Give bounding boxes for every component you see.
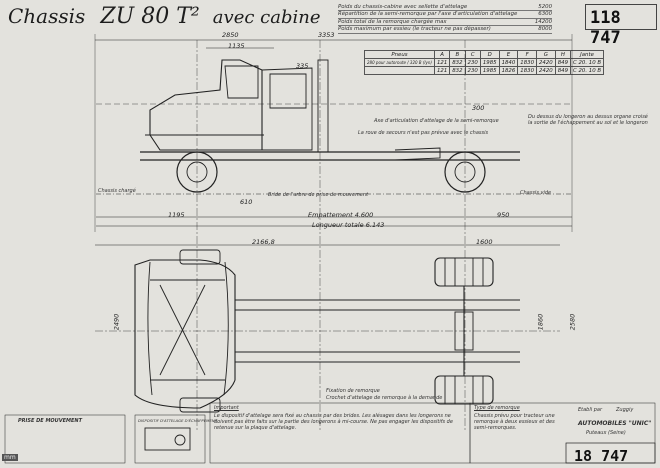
company-sub: Puteaux (Seine) xyxy=(586,430,626,436)
dim-1135: 1135 xyxy=(228,42,245,50)
dim-610: 610 xyxy=(240,198,253,206)
note-axe: Axe d'articulation d'attelage de la semi… xyxy=(374,118,499,124)
note-chassis-vide: Chassis vide xyxy=(520,190,552,196)
note-important-body: Le dispositif d'attelage sera fixé au ch… xyxy=(214,413,453,431)
note-type-remorque: Type de remorque xyxy=(474,405,520,411)
note-sign: Etabli par xyxy=(578,407,603,413)
drawing-number: 118 747 xyxy=(590,8,621,48)
note-dispositif: DISPOSITIF D'ATTELAGE D'ÉCHAPPEMENT xyxy=(138,418,217,423)
dim-wheelbase: Empattement 4.600 xyxy=(308,211,374,219)
dim-1195: 1195 xyxy=(168,211,185,219)
note-fixation: Fixation de remorque xyxy=(326,388,380,394)
dim-total-length: Longueur totale 6.143 xyxy=(312,221,385,229)
dim-2580: 2580 xyxy=(568,313,577,331)
note-important: Important xyxy=(214,405,239,411)
note-sign2: Zuggiy xyxy=(616,407,634,413)
spec-row: Poids du chassis-cabine avec sellette d'… xyxy=(338,4,552,12)
note-roue: La roue de secours n'est pas prévue avec… xyxy=(358,130,489,136)
title-suffix: avec cabine xyxy=(212,7,321,28)
note-type-body: Chassis prévu pour tracteur une remorque… xyxy=(474,413,555,431)
dim-1600: 1600 xyxy=(476,238,493,246)
title-prefix: Chassis xyxy=(8,4,86,28)
title-model: ZU 80 T² xyxy=(100,4,200,29)
spec-block: Poids du chassis-cabine avec sellette d'… xyxy=(338,4,552,34)
dim-1860: 1860 xyxy=(536,313,545,331)
number-box xyxy=(585,4,657,30)
note-chassis-charge: Chassis chargé xyxy=(98,188,136,194)
note-prise: PRISE DE MOUVEMENT xyxy=(18,418,82,424)
dim-2490: 2490 xyxy=(112,313,121,331)
note-dessus: Du dessus du longeron au dessus organe c… xyxy=(528,114,648,126)
note-bride: Bride de l'arbre de prise de mouvement xyxy=(268,192,369,198)
company-name: AUTOMOBILES "UNIC" xyxy=(578,420,652,427)
dim-300: 300 xyxy=(472,104,485,112)
scale-label: mm xyxy=(2,454,18,461)
page-title: Chassis ZU 80 T² avec cabine xyxy=(8,4,321,29)
spec-row: Poids maximum par essieu (le tracteur ne… xyxy=(338,26,552,34)
dim-2166: 2166,8 xyxy=(252,238,275,246)
spec-row: Répartition de la semi-remorque par l'ax… xyxy=(338,11,552,19)
dim-335: 335 xyxy=(296,62,309,70)
dim-2850: 2850 xyxy=(222,31,239,39)
dim-950: 950 xyxy=(497,211,510,219)
drawing-number-bottom: 18 747 xyxy=(574,447,629,465)
dim-3353: 3353 xyxy=(318,31,335,39)
note-fixation-sub: Crochet d'attelage de remorque à la dema… xyxy=(326,395,443,401)
